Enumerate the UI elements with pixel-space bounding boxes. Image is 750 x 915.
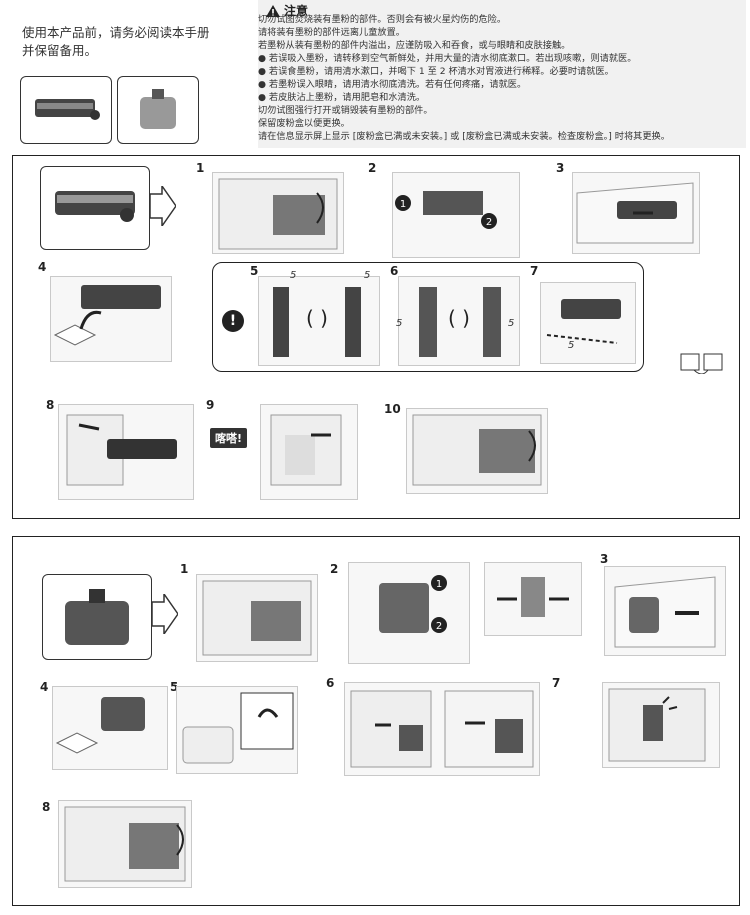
step-number: 5 (250, 264, 259, 278)
shake-count-label: 5 (568, 340, 575, 351)
intro-text: 使用本产品前，请务必阅读本手册 并保留备用。 (22, 24, 252, 60)
step-figure: ( ) (398, 276, 520, 366)
warning-triangle-icon (266, 4, 280, 17)
step-number: 3 (556, 161, 565, 175)
step-number: 8 (46, 398, 55, 412)
toner-thumbnail (20, 76, 112, 144)
warning-line: 请在信息显示屏上显示 [废粉盒已满或未安装。] 或 [废粉盒已满或未安装。检查废… (258, 131, 670, 142)
toner-in-bag-icon (576, 182, 694, 244)
toner-box-icon (53, 285, 161, 346)
waste-intro-box (42, 574, 152, 660)
step-figure (58, 404, 194, 500)
shake-count-label: 5 (364, 270, 371, 281)
svg-text:1: 1 (436, 579, 442, 590)
warning-title-text: 注意 (284, 4, 309, 18)
step-figure: ( ) (258, 276, 380, 366)
arrow-right-icon (152, 594, 178, 634)
step-figure (540, 282, 636, 364)
step-number: 1 (180, 562, 189, 576)
close-cover-icon (412, 414, 542, 486)
confirm-click-icon (608, 688, 706, 762)
warning-lines: 切勿试图焚烧装有墨粉的部件。否则会有被火星灼伤的危险。 请将装有墨粉的部件远离儿… (258, 13, 750, 143)
warning-line: 请将装有墨粉的部件远离儿童放置。 (258, 27, 405, 38)
step-number: 1 (196, 161, 205, 175)
step-figure (196, 574, 318, 662)
repeat-icon (680, 353, 723, 374)
step-number: 2 (368, 161, 377, 175)
step-figure (176, 686, 298, 774)
svg-text:2: 2 (436, 621, 442, 632)
squeeze-clip-icon (497, 577, 569, 617)
push-toner-icon (270, 414, 342, 486)
step-figure (50, 276, 172, 362)
svg-text:2: 2 (486, 217, 492, 228)
step-figure (344, 682, 540, 776)
step-number: 5 (170, 680, 179, 694)
svg-text:( ): ( ) (306, 306, 328, 330)
step-number: 10 (384, 402, 401, 416)
step-number: 8 (42, 800, 51, 814)
svg-text:( ): ( ) (448, 306, 470, 330)
printer-front-cover-icon (202, 580, 312, 656)
waste-toner-box-icon (140, 89, 176, 129)
warning-line: 保留废粉盒以便更换。 (258, 118, 350, 129)
step-figure (58, 800, 192, 888)
step-figure (572, 172, 700, 254)
step-number: 2 (330, 562, 339, 576)
toner-lever-icon: 12 (395, 191, 497, 229)
intro-line-2: 并保留备用。 (22, 43, 98, 58)
step-number: 6 (390, 264, 399, 278)
step-figure (52, 686, 168, 770)
shake-vertical-icon: ( ) (419, 287, 501, 357)
step-figure (260, 404, 358, 500)
close-cover-icon (64, 806, 186, 882)
warning-line: 切勿试图焚烧装有墨粉的部件。否则会有被火星灼伤的危险。 (258, 14, 507, 25)
step-number: 4 (38, 260, 47, 274)
step-figure (484, 562, 582, 636)
step-figure (212, 172, 344, 254)
warning-line: ● 若皮肤沾上墨粉，请用肥皂和水清洗。 (258, 92, 426, 103)
step-number: 4 (40, 680, 49, 694)
shake-count-label: 5 (290, 270, 297, 281)
insert-toner-icon (66, 414, 177, 486)
warning-line: ● 若误吸入墨粉，请转移到空气新鲜处，并用大量的清水彻底漱口。若出现咳嗽，则请就… (258, 53, 637, 64)
toner-intro-box (40, 166, 150, 250)
waste-toner-box-icon (65, 589, 129, 645)
step-figure (602, 682, 720, 768)
step-number: 6 (326, 676, 335, 690)
waste-box-thumbnail (117, 76, 199, 144)
step-number: 7 (530, 264, 539, 278)
shake-count-label: 5 (396, 318, 403, 329)
click-label: 喀嗒! (210, 428, 248, 448)
warning-line: 若墨粉从装有墨粉的部件内溢出，应谨防吸入和吞食，或与眼睛和皮肤接触。 (258, 40, 571, 51)
arrow-right-icon (150, 186, 176, 226)
step-number: 3 (600, 552, 609, 566)
step-figure (406, 408, 548, 494)
waste-box-packing-icon (55, 697, 145, 754)
warning-title: 注意 (266, 2, 308, 19)
shake-horizontal-icon: ( ) (273, 287, 361, 357)
toner-slide-icon (546, 299, 621, 344)
shake-count-label: 5 (508, 318, 515, 329)
cap-waste-box-icon (182, 692, 294, 764)
intro-line-1: 使用本产品前，请务必阅读本手册 (22, 25, 210, 40)
step-number: 7 (552, 676, 561, 690)
insert-waste-box-icon (350, 690, 534, 768)
warning-line: 切勿试图强行打开或销毁装有墨粉的部件。 (258, 105, 433, 116)
caution-icon: ! (222, 310, 244, 332)
toner-cartridge-icon (35, 99, 100, 120)
warning-box-bg (258, 0, 746, 148)
toner-cartridge-icon (55, 191, 135, 222)
warning-line: ● 若墨粉误入眼睛，请用清水彻底清洗。若有任何疼痛，请就医。 (258, 79, 527, 90)
remove-waste-box-icon: 12 (379, 575, 447, 633)
svg-text:1: 1 (400, 199, 406, 210)
printer-front-cover-icon (218, 178, 338, 250)
step-number: 9 (206, 398, 215, 412)
warning-line: ● 若误食墨粉，请用清水漱口，并喝下 1 至 2 杯清水对胃液进行稀释。必要时请… (258, 66, 614, 77)
shake-toner-box (212, 262, 644, 372)
step-figure (604, 566, 726, 656)
waste-box-in-bag-icon (614, 576, 716, 648)
